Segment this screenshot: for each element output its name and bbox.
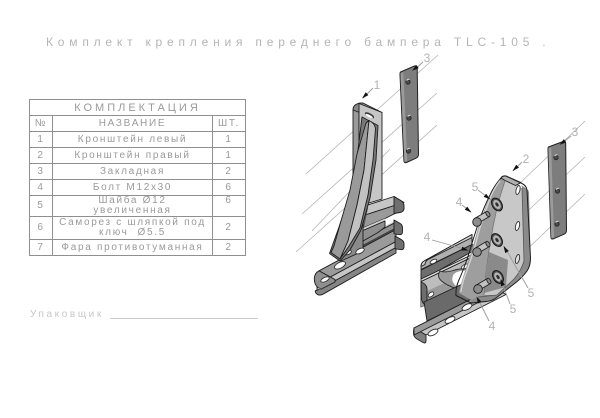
svg-text:1: 1: [374, 78, 381, 92]
svg-text:4: 4: [489, 319, 496, 333]
svg-text:5: 5: [510, 302, 517, 316]
svg-text:2: 2: [523, 152, 530, 166]
svg-text:3: 3: [572, 125, 579, 139]
svg-text:3: 3: [424, 51, 431, 65]
svg-text:5: 5: [528, 286, 535, 300]
svg-text:5: 5: [472, 180, 479, 194]
svg-text:4: 4: [456, 195, 463, 209]
svg-text:4: 4: [424, 230, 431, 244]
